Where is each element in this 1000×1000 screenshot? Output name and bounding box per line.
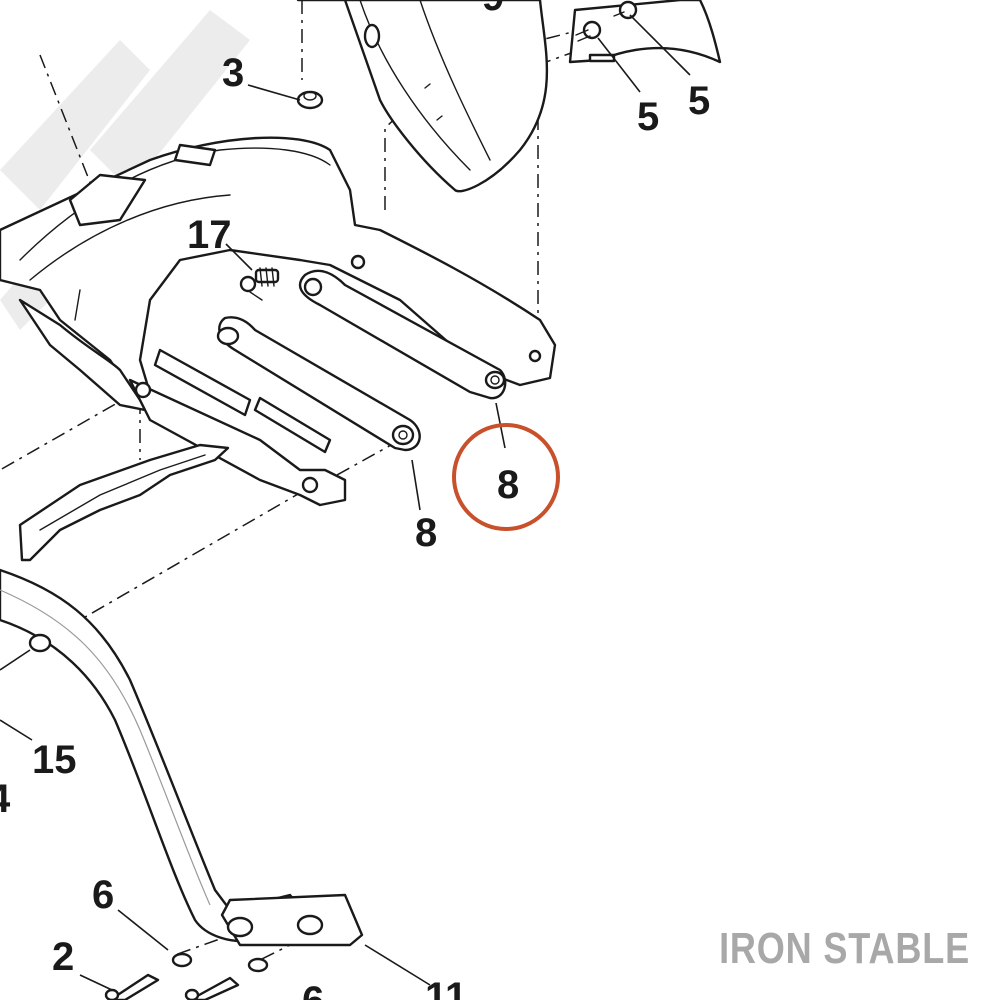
cable-clip-17 bbox=[239, 267, 280, 301]
callout-17: 17 bbox=[187, 213, 232, 257]
callout-11: 11 bbox=[425, 975, 467, 1000]
screw-5b bbox=[613, 0, 638, 20]
callout-15: 15 bbox=[32, 738, 77, 782]
link-bar-upper bbox=[298, 269, 507, 400]
bolt-2a bbox=[104, 973, 160, 1000]
callout-5-left: 5 bbox=[637, 95, 659, 139]
callout-4-partial: 4 bbox=[0, 777, 11, 821]
end-block-11 bbox=[220, 893, 364, 947]
screw-5a bbox=[575, 20, 602, 42]
callout-8-highlighted: 8 bbox=[497, 463, 519, 507]
callout-5-right: 5 bbox=[688, 79, 710, 123]
callout-6-partial: 6 bbox=[302, 979, 324, 1000]
callout-6: 6 bbox=[92, 873, 114, 917]
link-bar-lower bbox=[216, 316, 421, 452]
washer-6a bbox=[171, 952, 193, 968]
support-bracket-assembly bbox=[0, 136, 557, 507]
bolt-2b bbox=[184, 976, 240, 1000]
nut-3 bbox=[296, 90, 324, 110]
fender bbox=[296, 0, 549, 193]
callout-2: 2 bbox=[52, 935, 74, 979]
callout-3: 3 bbox=[222, 51, 244, 95]
highlight-circle bbox=[452, 423, 560, 531]
wing-bracket bbox=[18, 443, 230, 562]
watermark-text: IRON STABLE bbox=[719, 924, 970, 973]
washer-6b bbox=[247, 957, 269, 973]
leader-lines bbox=[0, 14, 691, 991]
callout-8-lower: 8 bbox=[415, 511, 437, 555]
callout-9-partial: 9 bbox=[482, 0, 504, 19]
callout-labels: 3 5 5 9 17 8 8 15 4 6 2 6 11 bbox=[0, 0, 710, 1000]
